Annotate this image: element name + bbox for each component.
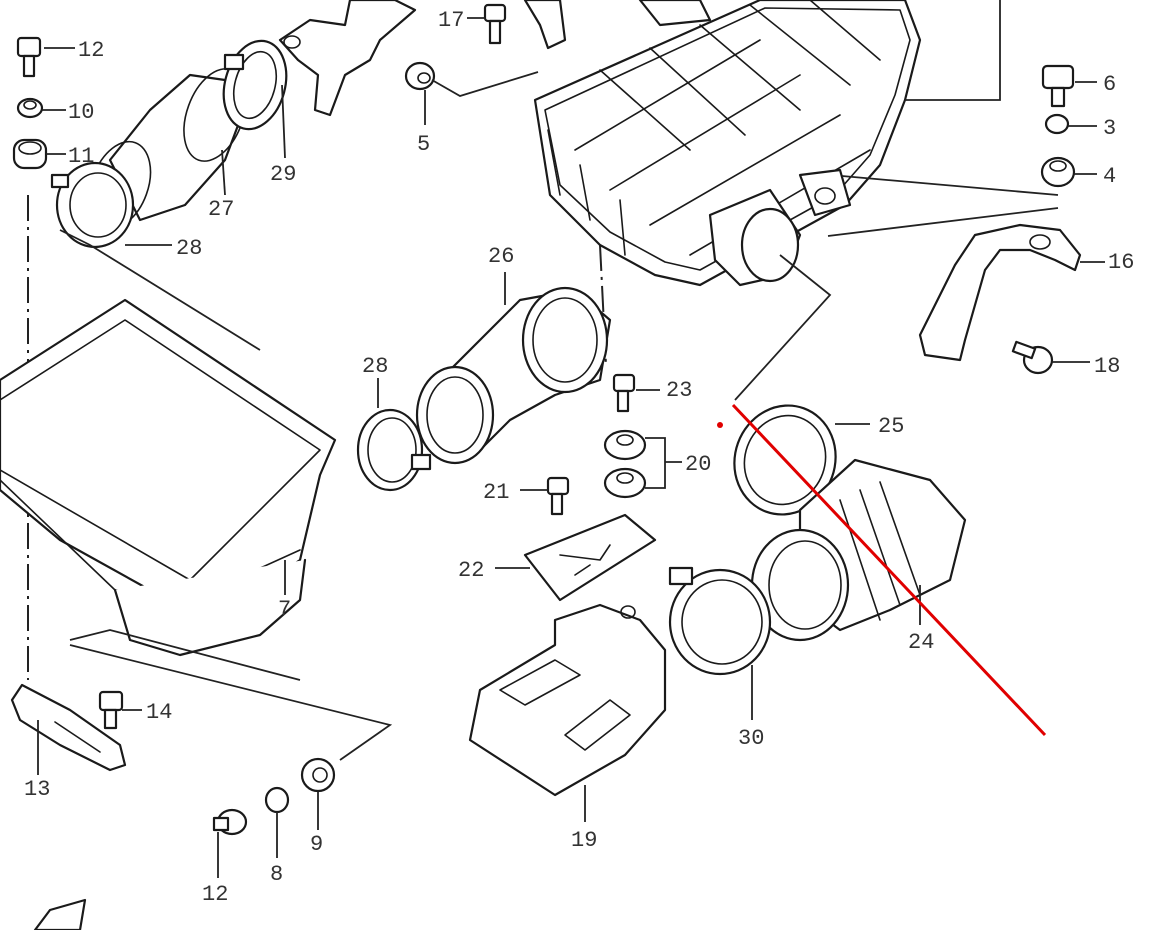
callout-23: 23 (666, 378, 692, 403)
bolt-6 (1041, 64, 1075, 108)
intake-hose-24 (750, 458, 967, 642)
callout-8: 8 (270, 862, 283, 887)
plate-22 (523, 513, 657, 602)
callout-12-upper: 12 (78, 38, 104, 63)
hose-clamp-29 (222, 39, 288, 131)
bracket-16 (918, 223, 1082, 362)
callout-30: 30 (738, 726, 764, 751)
callout-21: 21 (483, 480, 509, 505)
callout-14: 14 (146, 700, 172, 725)
air-cleaner-case (533, 0, 922, 287)
grommet-4 (1040, 156, 1076, 188)
air-duct-19 (468, 603, 667, 797)
nut-10 (16, 97, 44, 119)
bolt-12-upper (16, 36, 42, 78)
nut-8 (264, 786, 290, 814)
callout-9: 9 (310, 832, 323, 857)
hose-clamp-28-lower (356, 408, 432, 492)
bolt-21 (546, 476, 570, 516)
grommet-11 (12, 138, 48, 170)
nut-3 (1044, 113, 1070, 135)
callout-25: 25 (878, 414, 904, 439)
callout-20: 20 (685, 452, 711, 477)
callout-10: 10 (68, 100, 94, 125)
callout-26: 26 (488, 244, 514, 269)
leader-lines (37, 0, 1105, 878)
callout-6: 6 (1103, 72, 1116, 97)
callout-18: 18 (1094, 354, 1120, 379)
callout-28-lower: 28 (362, 354, 388, 379)
callout-4: 4 (1103, 164, 1116, 189)
callout-5: 5 (417, 132, 430, 157)
upper-bracket (278, 0, 567, 117)
grommet-9 (300, 757, 336, 793)
hose-clamp-28-upper (50, 161, 135, 249)
callout-28-upper: 28 (176, 236, 202, 261)
bracket-13 (10, 683, 127, 772)
grommet-20 (603, 429, 647, 499)
bolt-14 (98, 690, 124, 730)
callout-labels: 17 12 10 11 27 29 28 5 6 3 4 16 26 28 23… (24, 8, 1134, 907)
callout-27: 27 (208, 197, 234, 222)
bolt-23 (612, 373, 636, 413)
callout-11: 11 (68, 144, 94, 169)
grommet-5 (404, 61, 436, 91)
callout-3: 3 (1103, 116, 1116, 141)
callout-19: 19 (571, 828, 597, 853)
callout-17: 17 (438, 8, 464, 33)
callout-7: 7 (278, 597, 291, 622)
bolt-18 (1011, 340, 1054, 375)
callout-24: 24 (908, 630, 934, 655)
bolt-17 (483, 3, 507, 45)
callout-16: 16 (1108, 250, 1134, 275)
hose-clamp-30 (668, 566, 772, 676)
callout-29: 29 (270, 162, 296, 187)
bolt-12-lower (212, 808, 248, 836)
callout-12-lower: 12 (202, 882, 228, 907)
intake-duct-26 (415, 286, 612, 465)
corner-logo (33, 898, 87, 930)
red-annotation-line (731, 403, 1047, 737)
red-annotation-dot (717, 422, 723, 428)
callout-13: 13 (24, 777, 50, 802)
callout-22: 22 (458, 558, 484, 583)
